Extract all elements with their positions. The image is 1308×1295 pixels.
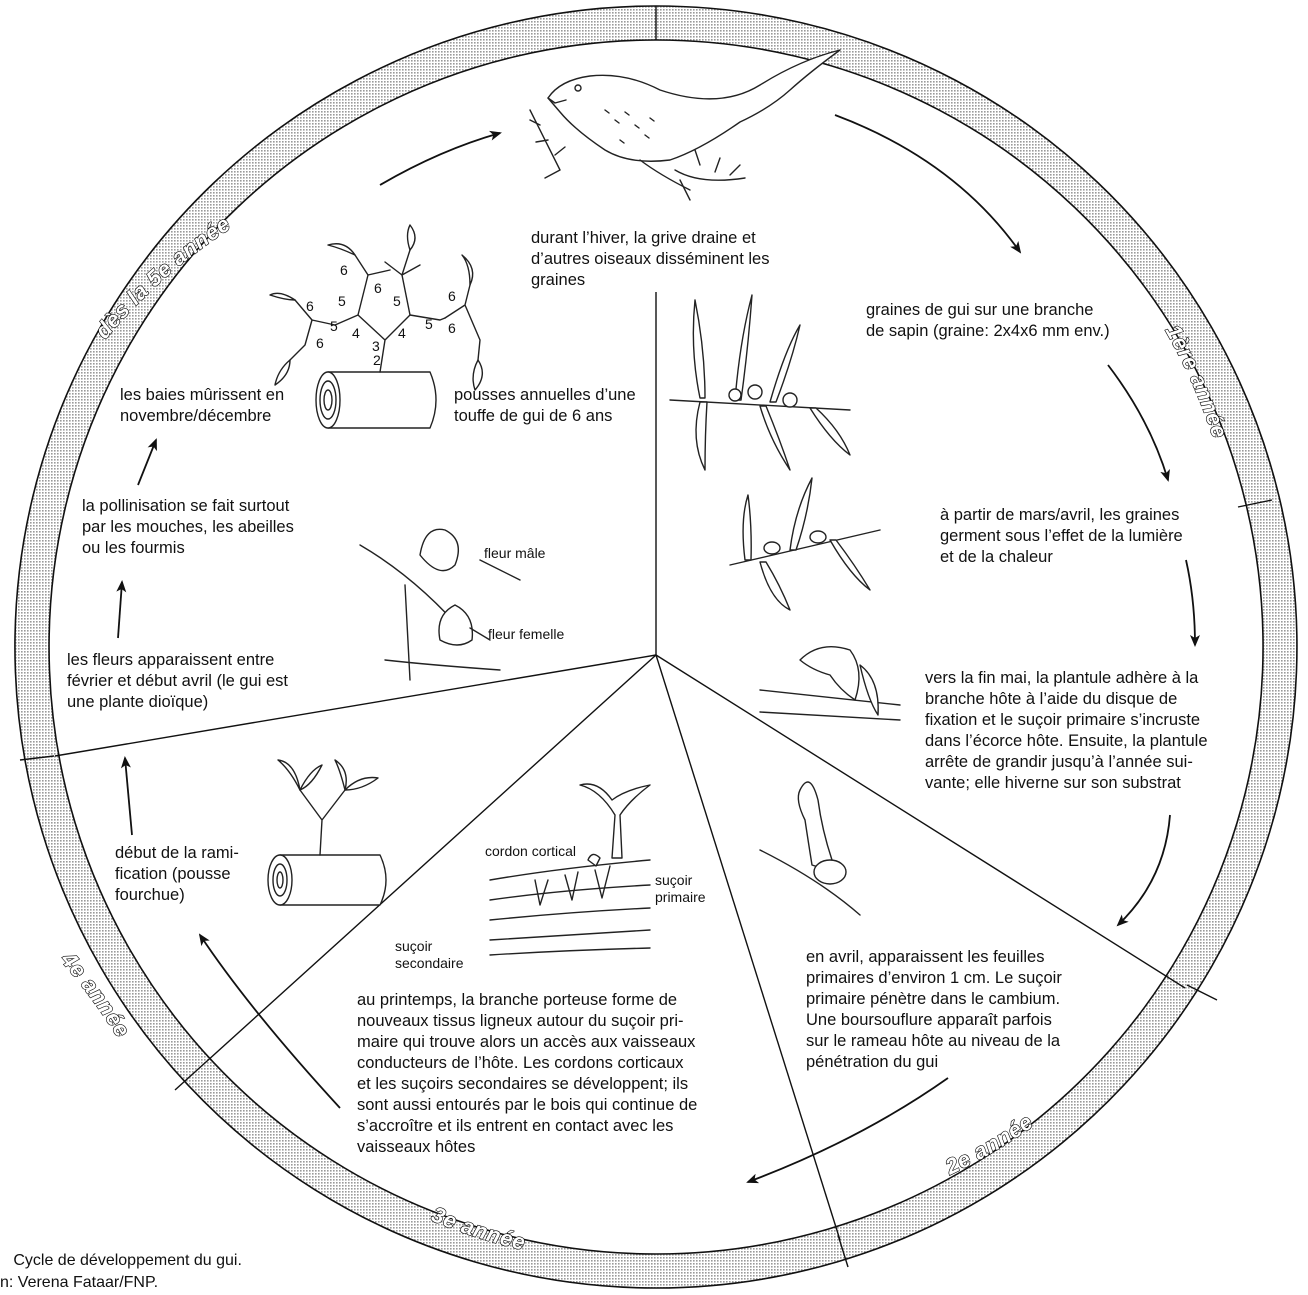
label-male-flower: fleur mâle <box>484 545 545 562</box>
arrow-germ-to-may <box>1186 560 1195 645</box>
arrow-flowers-to-pollin <box>118 582 122 638</box>
tuft-number-4a: 4 <box>352 325 360 342</box>
label-female-flower: fleur femelle <box>488 626 564 643</box>
label-primary-sucker: suçoir primaire <box>655 872 706 906</box>
year-5-label: dès la 5e année <box>90 211 235 343</box>
seedling-illustration <box>760 782 860 915</box>
tuft-number-6e: 6 <box>448 288 456 305</box>
figure-caption-line-1: Cycle de développement du gui. <box>0 1250 242 1272</box>
text-winter-dispersal: durant l’hiver, la grive draine et d’aut… <box>531 228 769 291</box>
arrow-april-to-spring <box>748 1078 948 1182</box>
tuft-number-5c: 5 <box>330 318 338 335</box>
arrow-may-to-april <box>1118 815 1170 925</box>
tuft-number-3: 3 <box>372 338 380 355</box>
forked-shoot-illustration <box>268 760 386 905</box>
tuft-number-6c: 6 <box>340 262 348 279</box>
fir-seeds-illustration <box>670 295 850 470</box>
arrow-berries-to-bird <box>380 133 500 185</box>
figure-caption-line-2: n: Verena Fataar/FNP. <box>0 1272 158 1294</box>
label-secondary-sucker: suçoir secondaire <box>395 938 464 972</box>
tuft-number-6a: 6 <box>306 298 314 315</box>
arrow-pollin-to-berries <box>138 440 156 485</box>
tuft-number-6b: 6 <box>316 335 324 352</box>
thrush-illustration <box>530 50 840 200</box>
text-plantule-adhesion: vers la fin mai, la plantule adhère à la… <box>925 668 1208 794</box>
tuft-number-5d: 5 <box>425 316 433 333</box>
arrow-ramif-to-flowers <box>125 758 132 835</box>
text-berries: les baies mûrissent en novembre/décembre <box>120 385 284 427</box>
tuft-number-6f: 6 <box>448 320 456 337</box>
text-seeds-on-branch: graines de gui sur une branche de sapin … <box>866 300 1110 342</box>
text-pollination: la pollinisation se fait surtout par les… <box>82 496 294 559</box>
text-flowers: les fleurs apparaissent entre février et… <box>67 650 288 713</box>
text-ramification: début de la rami- fication (pousse fourc… <box>115 843 239 906</box>
arrow-seeds-to-germ <box>1108 365 1168 480</box>
spring-section-illustration <box>490 784 650 955</box>
label-cordon-cortical: cordon cortical <box>485 843 576 860</box>
tuft-number-5a: 5 <box>338 293 346 310</box>
text-spring-growth: au printemps, la branche porteuse forme … <box>357 990 697 1158</box>
text-april-leaves: en avril, apparaissent les feuilles prim… <box>806 947 1062 1073</box>
germinating-seeds-illustration <box>730 478 880 610</box>
text-germination: à partir de mars/avril, les graines germ… <box>940 505 1183 568</box>
tuft-number-4b: 4 <box>398 325 406 342</box>
plantule-illustration <box>760 647 900 720</box>
tuft-number-5b: 5 <box>393 293 401 310</box>
tuft-number-6d: 6 <box>374 280 382 297</box>
text-annual-shoots: pousses annuelles d’une touffe de gui de… <box>454 385 636 427</box>
